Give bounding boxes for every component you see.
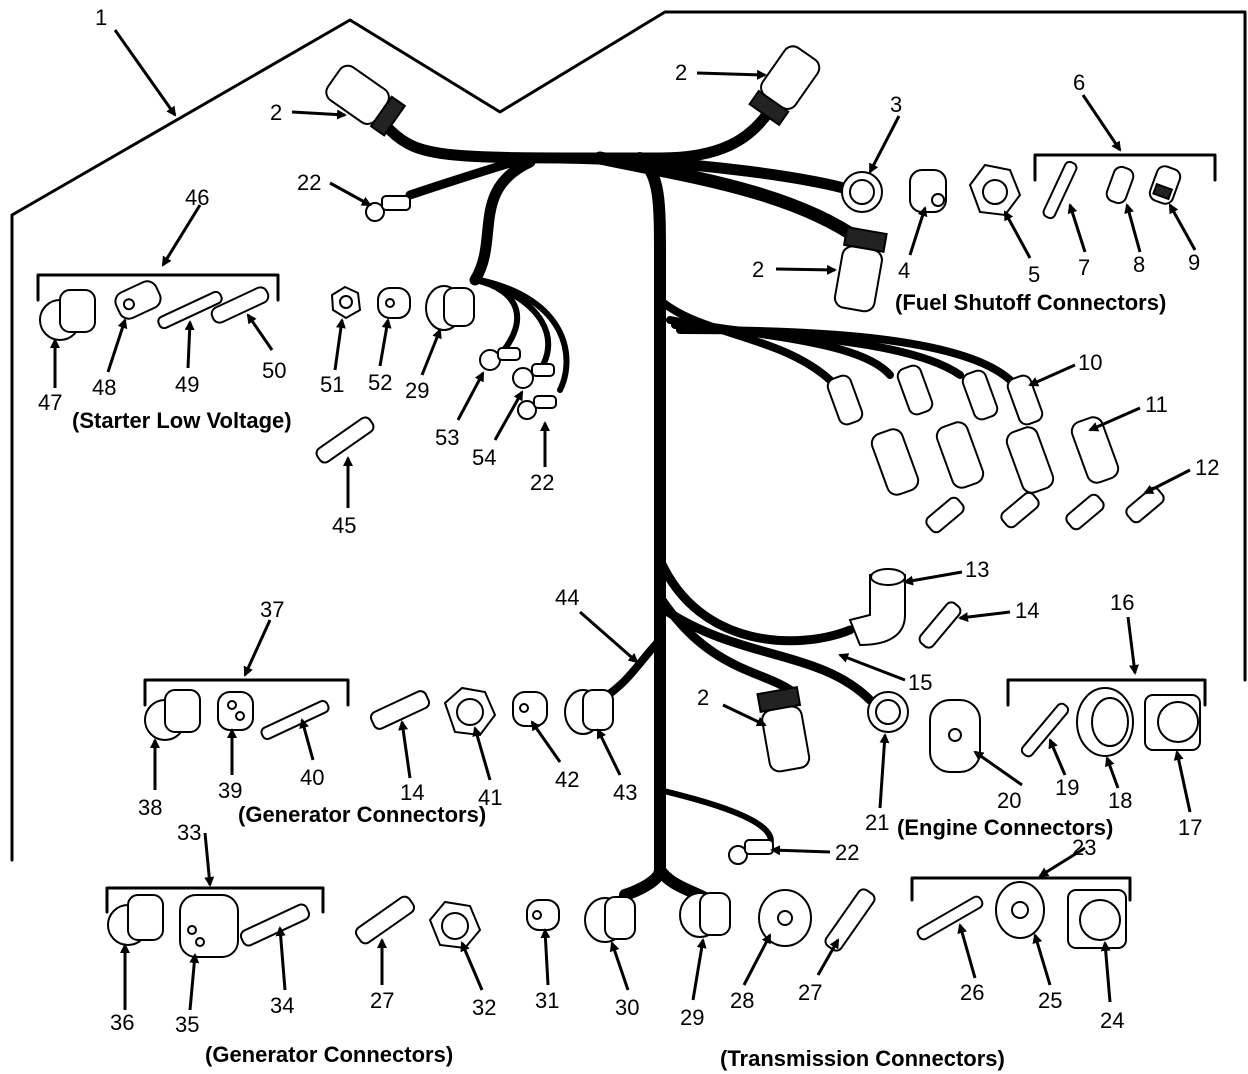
- callout-10: 10: [1078, 350, 1102, 375]
- callout-6: 6: [1073, 70, 1085, 95]
- callout-52: 52: [368, 370, 392, 395]
- callout-19: 19: [1055, 775, 1079, 800]
- callout-3: 3: [890, 92, 902, 117]
- callout-53: 53: [435, 425, 459, 450]
- callout-44: 44: [555, 585, 579, 610]
- callout-4: 4: [898, 258, 910, 283]
- callout-13: 13: [965, 557, 989, 582]
- callout-31: 31: [535, 988, 559, 1013]
- callout-2: 2: [752, 257, 764, 282]
- callout-labels: 1 2 2 2 2 3 4 5 6 7 8 9 10 11 12 13 14 1…: [38, 5, 1219, 1037]
- callout-35: 35: [175, 1012, 199, 1037]
- callout-47: 47: [38, 390, 62, 415]
- callout-26: 26: [960, 980, 984, 1005]
- callout-30: 30: [615, 995, 639, 1020]
- callout-5: 5: [1028, 262, 1040, 287]
- callout-22: 22: [297, 170, 321, 195]
- callout-25: 25: [1038, 988, 1062, 1013]
- callout-43: 43: [613, 780, 637, 805]
- callout-23: 23: [1072, 835, 1096, 860]
- callout-42: 42: [555, 767, 579, 792]
- callout-39: 39: [218, 778, 242, 803]
- callout-15: 15: [908, 670, 932, 695]
- callout-49: 49: [175, 372, 199, 397]
- callout-29: 29: [680, 1005, 704, 1030]
- callout-2: 2: [675, 60, 687, 85]
- callout-1: 1: [95, 5, 107, 30]
- callout-32: 32: [472, 995, 496, 1020]
- callout-18: 18: [1108, 788, 1132, 813]
- callout-8: 8: [1133, 252, 1145, 277]
- callout-14: 14: [400, 780, 424, 805]
- callout-22: 22: [530, 470, 554, 495]
- callout-51: 51: [320, 372, 344, 397]
- callout-arrows: [50, 29, 1197, 1011]
- callout-21: 21: [865, 810, 889, 835]
- callout-29: 29: [405, 378, 429, 403]
- callout-22: 22: [835, 840, 859, 865]
- transmission-connectors-caption: (Transmission Connectors): [720, 1046, 1005, 1071]
- connector-parts: [36, 45, 1217, 958]
- callout-38: 38: [138, 795, 162, 820]
- fuel-shutoff-caption: (Fuel Shutoff Connectors): [895, 290, 1166, 315]
- starter-low-voltage-caption: (Starter Low Voltage): [72, 408, 292, 433]
- callout-11: 11: [1145, 392, 1168, 417]
- callout-9: 9: [1188, 250, 1200, 275]
- group-captions: (Fuel Shutoff Connectors) (Starter Low V…: [72, 290, 1166, 1071]
- callout-7: 7: [1078, 255, 1090, 280]
- callout-20: 20: [997, 788, 1021, 813]
- callout-50: 50: [262, 358, 286, 383]
- generator-connectors-upper-caption: (Generator Connectors): [238, 802, 486, 827]
- callout-41: 41: [478, 785, 502, 810]
- generator-connectors-lower-caption: (Generator Connectors): [205, 1042, 453, 1067]
- callout-34: 34: [270, 993, 294, 1018]
- callout-45: 45: [332, 513, 356, 538]
- callout-33: 33: [177, 820, 201, 845]
- callout-27: 27: [798, 980, 822, 1005]
- callout-37: 37: [260, 597, 284, 622]
- outline-frame: [10, 10, 1247, 862]
- engine-connectors-caption: (Engine Connectors): [897, 815, 1113, 840]
- callout-54: 54: [472, 445, 496, 470]
- callout-28: 28: [730, 988, 754, 1013]
- callout-24: 24: [1100, 1008, 1124, 1033]
- callout-16: 16: [1110, 590, 1134, 615]
- callout-17: 17: [1178, 815, 1202, 840]
- callout-2: 2: [270, 100, 282, 125]
- callout-27: 27: [370, 988, 394, 1013]
- callout-48: 48: [92, 375, 116, 400]
- callout-46: 46: [185, 185, 209, 210]
- callout-14: 14: [1015, 598, 1039, 623]
- callout-12: 12: [1195, 455, 1219, 480]
- callout-2: 2: [697, 685, 709, 710]
- callout-40: 40: [300, 765, 324, 790]
- harness-wires: [384, 104, 1014, 904]
- callout-36: 36: [110, 1010, 134, 1035]
